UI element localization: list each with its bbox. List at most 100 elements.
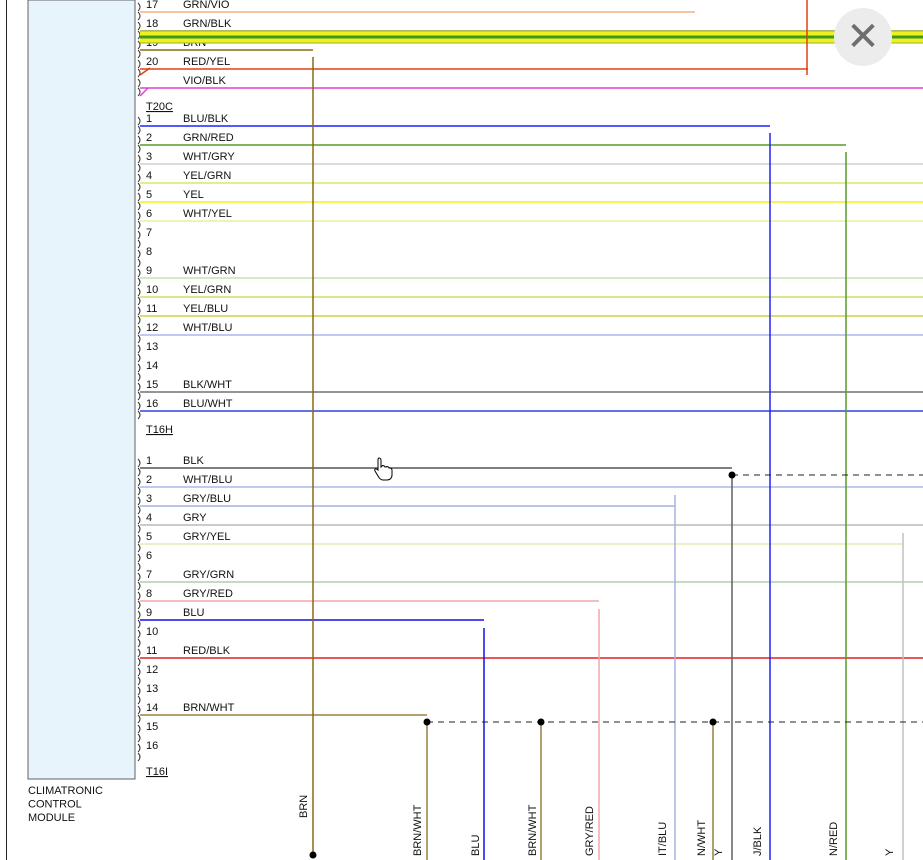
pin-bracket xyxy=(137,572,141,591)
module-name-line: CLIMATRONIC xyxy=(28,785,103,797)
pin-number: 15 xyxy=(146,721,158,733)
connector-label: T20C xyxy=(146,101,173,113)
bottom-wire-label: BRN/WHT xyxy=(527,804,539,856)
pin-bracket xyxy=(137,2,141,21)
pin-number: 14 xyxy=(146,360,158,372)
pin-number: 11 xyxy=(146,303,157,315)
climatronic-module-box xyxy=(27,0,136,780)
wire-diagonal xyxy=(139,67,151,76)
pin-number: 14 xyxy=(146,702,158,714)
pin-number: 2 xyxy=(146,474,152,486)
wire-label: YEL/GRN xyxy=(183,284,231,296)
splice-dot xyxy=(423,718,431,726)
pin-bracket xyxy=(137,382,141,401)
bottom-wire-label: GRY/RED xyxy=(584,806,596,856)
pin-bracket xyxy=(137,287,141,306)
wire-label: GRY/RED xyxy=(183,588,233,600)
connector-label: T16I xyxy=(146,766,168,778)
wire-label: WHT/BLU xyxy=(183,322,233,334)
pin-number: 2 xyxy=(146,132,152,144)
splice-dot xyxy=(537,718,545,726)
module-name-line: MODULE xyxy=(28,812,75,824)
pin-row: 8 GRY/RED xyxy=(137,588,599,610)
pin-bracket xyxy=(137,211,141,230)
pin-bracket xyxy=(137,268,141,287)
wire-bundle-band xyxy=(140,30,923,44)
pin-bracket xyxy=(137,230,141,249)
pin-bracket xyxy=(137,363,141,382)
pin-number: 4 xyxy=(146,512,152,524)
wire-label: YEL/GRN xyxy=(183,170,231,182)
pin-number: 10 xyxy=(146,284,158,296)
pin-number: 1 xyxy=(146,113,152,125)
wire-label: BLK xyxy=(183,455,204,467)
pin-row: 16 xyxy=(137,740,158,762)
pin-bracket xyxy=(137,610,141,629)
wire-label: YEL/BLU xyxy=(183,303,228,315)
pin-bracket xyxy=(137,40,141,59)
pin-number: 18 xyxy=(146,18,158,30)
pin-number: 4 xyxy=(146,170,152,182)
wire-label: GRY xyxy=(183,512,207,524)
pin-bracket xyxy=(137,192,141,211)
pin-bracket xyxy=(137,534,141,553)
pin-number: 7 xyxy=(146,227,152,239)
bottom-wire-label: J/BLK xyxy=(752,826,764,856)
splice-dot xyxy=(728,471,736,479)
pin-bracket xyxy=(137,306,141,325)
wire-label: RED/YEL xyxy=(183,56,230,68)
vertical-wires-layer xyxy=(139,0,923,860)
wire-label: RED/BLK xyxy=(183,645,231,657)
pin-number: 15 xyxy=(146,379,158,391)
pin-row: 7 xyxy=(137,227,152,249)
pin-number: 5 xyxy=(146,531,152,543)
wire-label: GRY/YEL xyxy=(183,531,231,543)
wire-label: GRN/BLK xyxy=(183,18,232,30)
pin-row: 13 xyxy=(137,683,158,705)
pin-row: 4 YEL/GRN xyxy=(137,170,923,192)
pin-number: 12 xyxy=(146,322,158,334)
close-button[interactable]: ✕ xyxy=(834,8,892,66)
pin-row: 4 GRY xyxy=(137,512,923,534)
bottom-wire-label: BLU xyxy=(470,835,482,856)
splice-dot xyxy=(709,718,717,726)
bottom-wire-label: Y xyxy=(713,848,725,856)
wire-label: WHT/GRY xyxy=(183,151,235,163)
wire-label: WHT/BLU xyxy=(183,474,233,486)
pin-number: 6 xyxy=(146,208,152,220)
pin-number: 8 xyxy=(146,588,152,600)
pin-number: 10 xyxy=(146,626,158,638)
pin-bracket xyxy=(137,116,141,135)
wire-label: VIO/BLK xyxy=(183,75,226,87)
pin-bracket xyxy=(137,496,141,515)
bottom-wire-label: BRN xyxy=(298,795,310,818)
connector-label: T16H xyxy=(146,424,173,436)
pin-bracket xyxy=(137,629,141,648)
module-name-line: CONTROL xyxy=(28,799,82,811)
pin-number: 16 xyxy=(146,740,158,752)
pin-bracket xyxy=(137,401,141,420)
pin-bracket xyxy=(137,458,141,477)
pin-row: 13 xyxy=(137,341,158,363)
wire-label: BLU xyxy=(183,607,204,619)
pin-bracket xyxy=(137,477,141,496)
pin-bracket xyxy=(137,21,141,40)
pin-row: 8 xyxy=(137,246,152,268)
connector-t20c: 17GRN/VIO18GRN/BLK19BRN20RED/YELVIO/BLKT… xyxy=(137,0,923,113)
wire-label: WHT/GRN xyxy=(183,265,236,277)
pin-bracket xyxy=(137,515,141,534)
pin-number: 6 xyxy=(146,550,152,562)
pin-row: 14 xyxy=(137,360,158,382)
pin-bracket xyxy=(137,154,141,173)
